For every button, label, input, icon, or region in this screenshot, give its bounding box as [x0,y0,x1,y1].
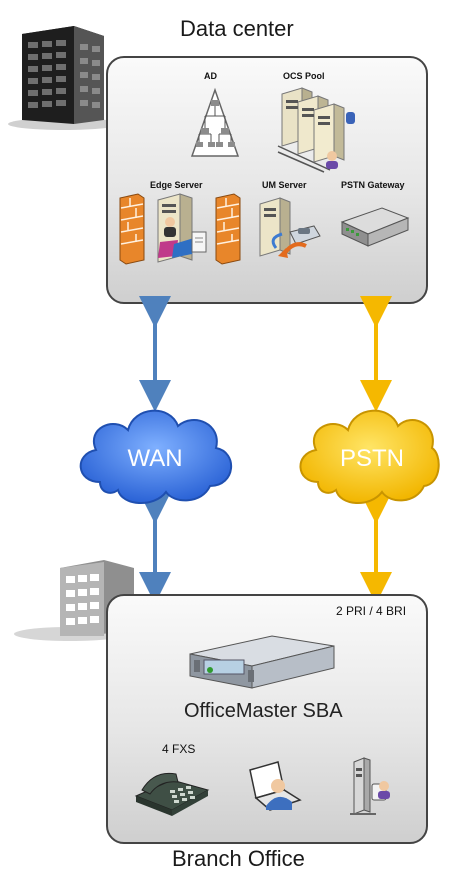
branch-office-title: Branch Office [172,846,305,871]
firewall-left-icon [119,193,145,265]
active-directory-icon [190,87,240,157]
pstn-label: PSTN [340,445,404,472]
pstn-gateway-label: PSTN Gateway [341,180,405,190]
ad-label: AD [204,71,217,81]
phone-icon [134,772,210,816]
trunks-label: 2 PRI / 4 BRI [336,604,407,618]
datacenter-building-icon [8,26,120,130]
firewall-right-icon [215,193,241,265]
edge-server-label: Edge Server [150,180,203,190]
um-server-icon [259,197,321,258]
officemaster-sba-label: OfficeMaster SBA [184,700,343,722]
ocs-pool-label: OCS Pool [283,71,325,81]
laptop-user-icon [249,761,302,811]
officemaster-sba-icon [189,635,335,689]
um-server-label: UM Server [262,180,307,190]
pstn-gateway-icon [340,207,410,247]
pstn-cloud: PSTN [299,409,440,505]
fxs-label: 4 FXS [162,742,196,756]
ip-phone-user-icon [350,757,390,815]
edge-server-icon [157,193,207,263]
ocs-pool-servers-icon [277,87,355,173]
datacenter-panel [106,56,428,304]
datacenter-title: Data center [180,16,294,41]
wan-label: WAN [127,445,182,472]
wan-cloud: WAN [79,409,232,505]
